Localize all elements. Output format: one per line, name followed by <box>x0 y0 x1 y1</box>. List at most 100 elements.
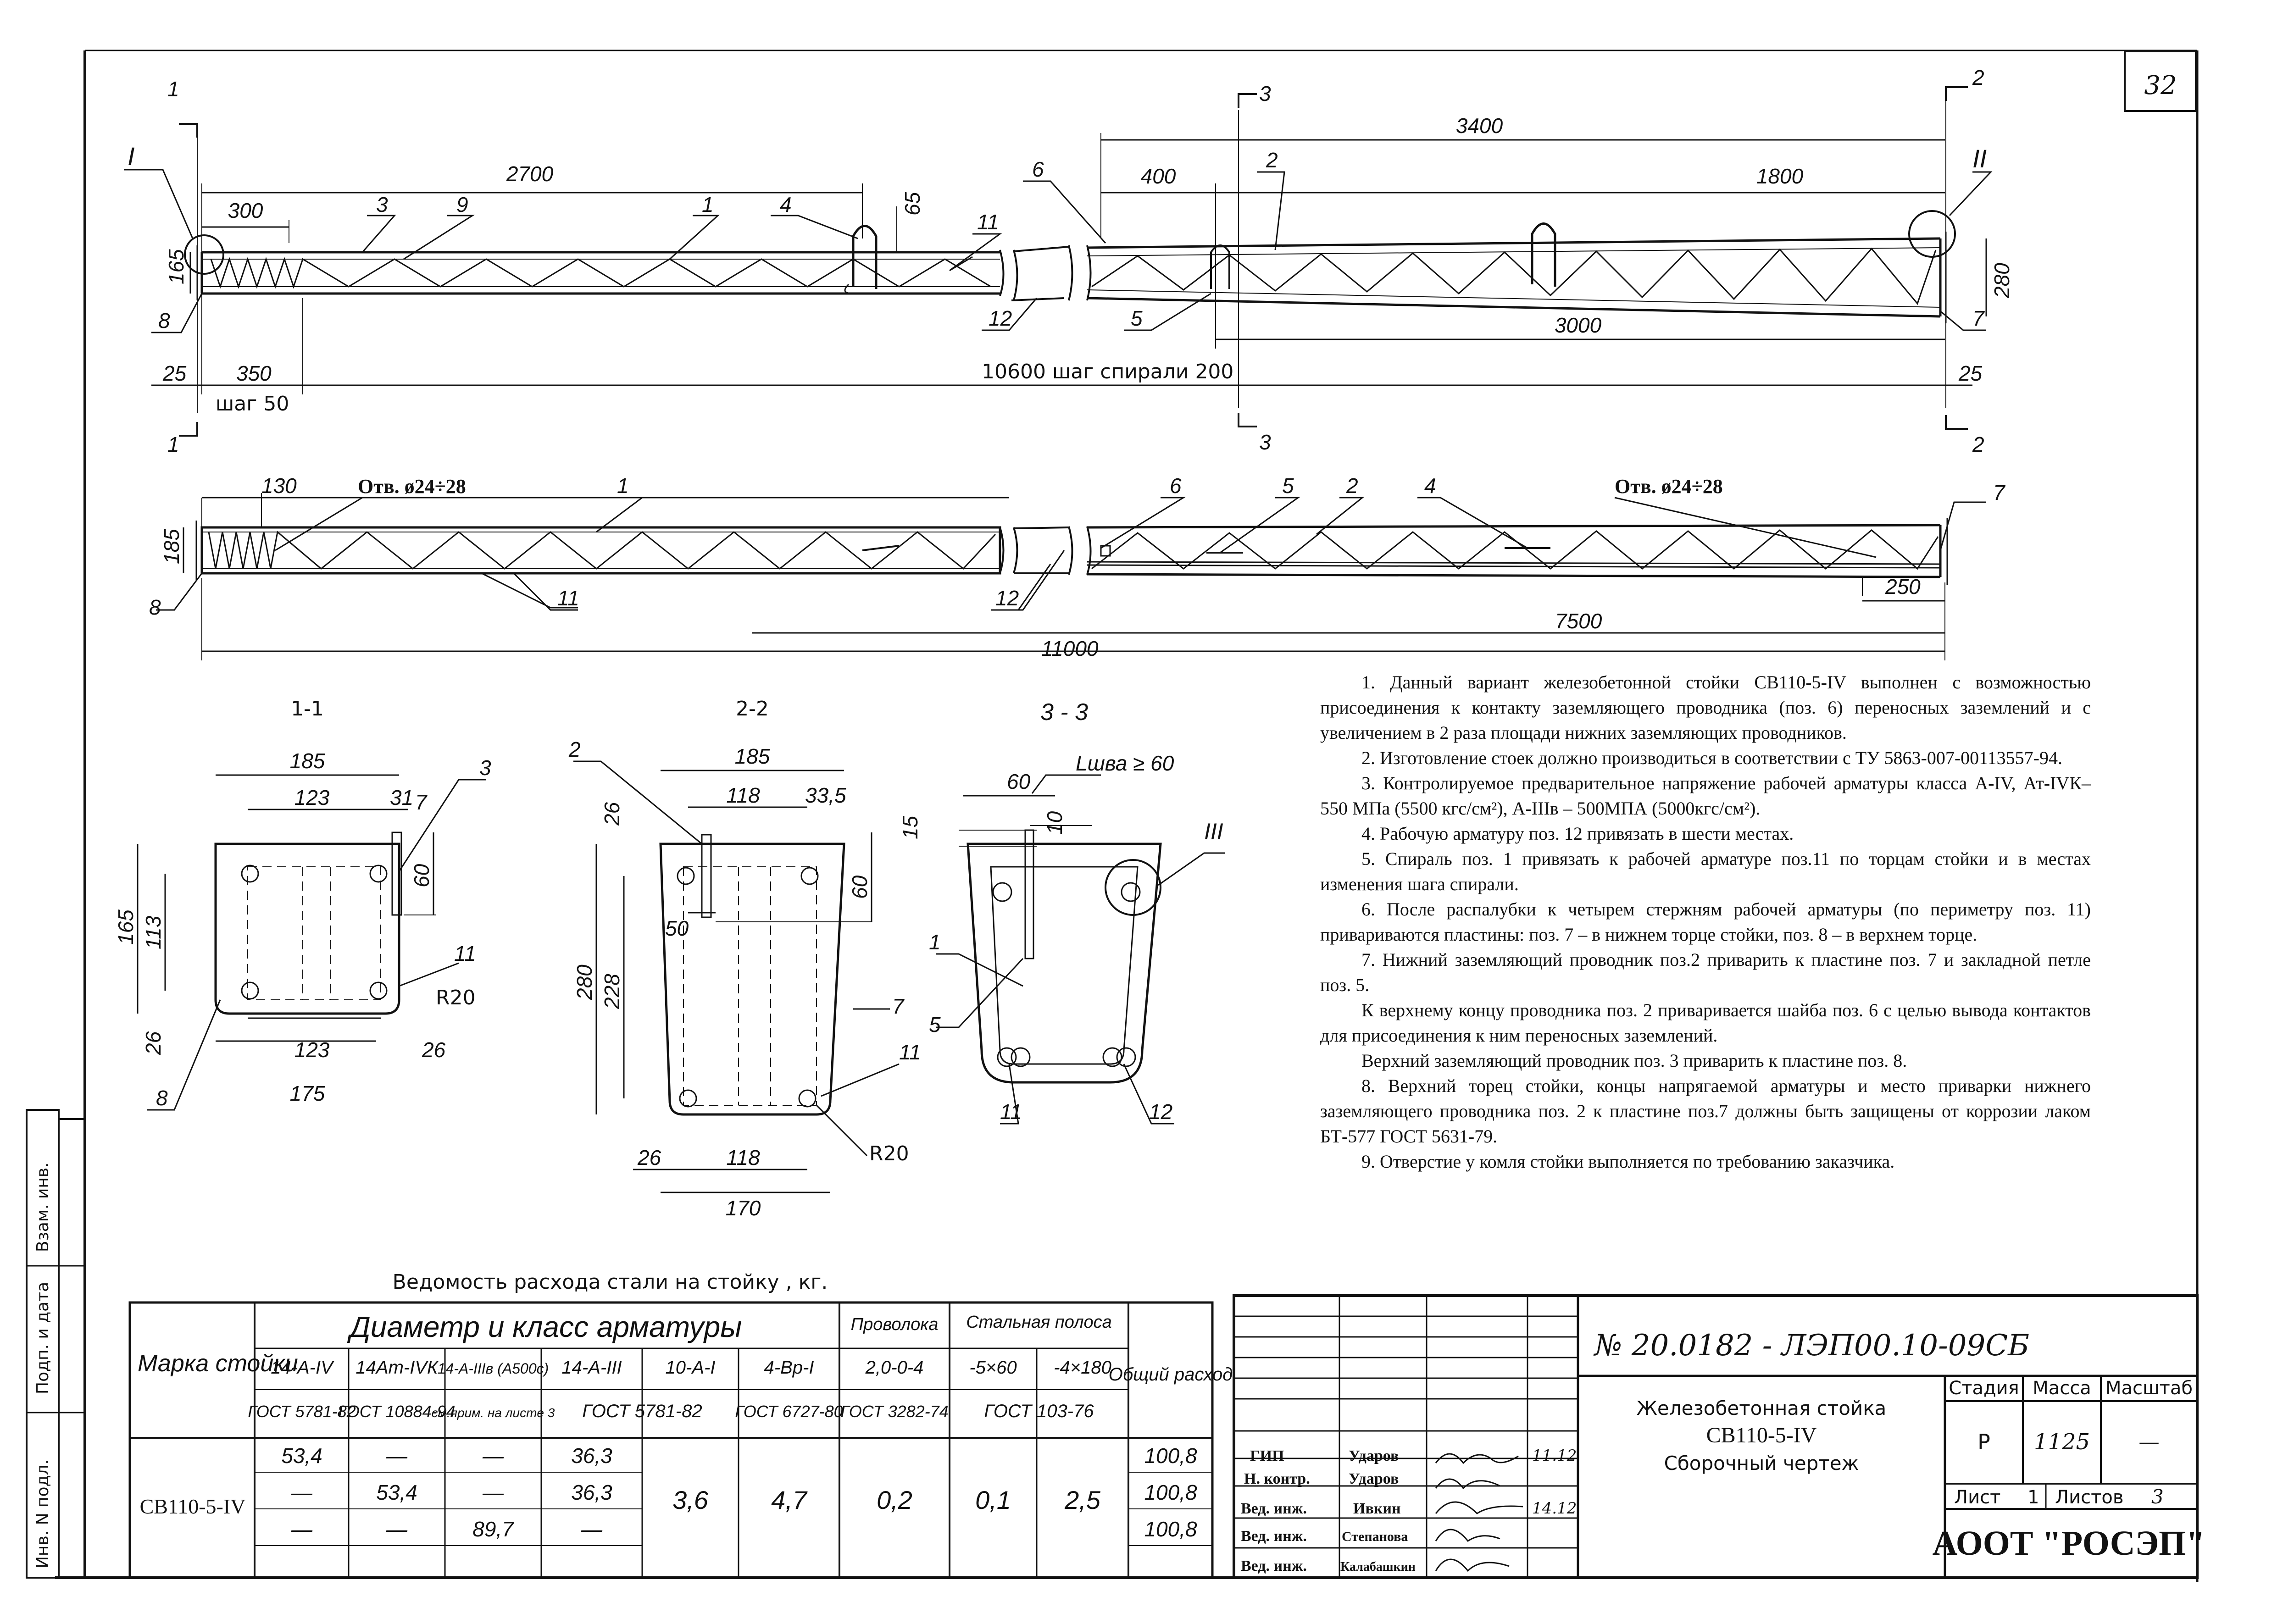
s11-113: 113 <box>141 915 165 949</box>
signer-name-5: Калабашкин <box>1340 1560 1416 1574</box>
plan-pos-6: 6 <box>1170 474 1182 498</box>
plan-pos-8: 8 <box>149 595 161 619</box>
cell-r3-c4: — <box>581 1517 603 1541</box>
section-2-2: 2-2 185 118 33,5 26 60 280 228 50 26 118… <box>568 697 921 1220</box>
dim-350: 350 <box>236 361 272 385</box>
hole-left: Отв. ø24÷28 <box>358 475 466 498</box>
steel-h-strip: Стальная полоса <box>966 1313 1112 1332</box>
note-5: 5. Спираль поз. 1 привязать к рабочей ар… <box>1320 848 2091 894</box>
side-stamp: Инв. N подл. Подп. и дата Взам. инв. <box>26 1109 86 1579</box>
signer-date-3: 14.12 <box>1532 1499 1577 1518</box>
pos-12: 12 <box>989 306 1012 330</box>
s33-pos5: 5 <box>929 1013 941 1036</box>
drawing-code: № 20.0182 - ЛЭП00.10-09СБ <box>1593 1329 2029 1363</box>
stamp-sign: Подп. и дата <box>33 1282 52 1394</box>
sheet-number: 32 <box>2144 71 2177 100</box>
s33-pos1: 1 <box>929 930 941 954</box>
dim-185: 185 <box>160 529 183 564</box>
pos-3: 3 <box>376 193 388 216</box>
s22-118b: 118 <box>726 1146 760 1170</box>
signer-name-2: Ударов <box>1349 1470 1399 1487</box>
cut-1-top: 1 <box>167 77 179 101</box>
plan-pos-4: 4 <box>1424 474 1436 498</box>
plan-view: 130 Отв. ø24÷28 Отв. ø24÷28 185 250 7500… <box>149 474 2005 660</box>
plan-pos-2: 2 <box>1346 474 1358 498</box>
tb-mass: 1125 <box>2034 1429 2090 1455</box>
dim-25-right: 25 <box>1958 361 1983 385</box>
tb-doc-type: Сборочный чертеж <box>1664 1452 1859 1474</box>
dim-2700: 2700 <box>506 162 554 186</box>
cell-r1-c2: — <box>386 1444 408 1468</box>
cell-shared-5: 2,5 <box>1064 1485 1101 1514</box>
note-8: 8. Верхний торец стойки, концы напрягаем… <box>1320 1075 2091 1147</box>
note-7a: К верхнему концу проводника поз. 2 прива… <box>1320 1000 2091 1046</box>
cell-r3-c2: — <box>386 1517 408 1541</box>
cut-1-bottom: 1 <box>167 432 179 456</box>
cell-shared-4: 0,1 <box>975 1485 1011 1514</box>
col-std-1: ГОСТ 5781-82 <box>248 1402 356 1421</box>
tb-sheet-label: Лист <box>1954 1487 2000 1508</box>
dim-400: 400 <box>1141 164 1176 188</box>
stamp-replace: Взам. инв. <box>33 1162 52 1252</box>
signer-name-3: Ивкин <box>1353 1500 1401 1517</box>
cell-r2-c3: — <box>482 1480 504 1504</box>
step-50: шаг 50 <box>216 392 289 416</box>
s33-node-III: III <box>1204 819 1223 844</box>
s33-lweld: Lшва ≥ 60 <box>1076 751 1174 775</box>
cell-r3-total: 100,8 <box>1144 1517 1197 1541</box>
s11-26a: 26 <box>141 1031 165 1055</box>
tb-mass-header: Масса <box>2033 1378 2091 1399</box>
dim-130: 130 <box>261 474 297 498</box>
plan-pos-5: 5 <box>1282 474 1294 498</box>
col-name-2: 14Ат-IVК <box>356 1358 439 1378</box>
col-name-3: 14-A-IIIв (А500с) <box>438 1360 549 1377</box>
s22-pos2: 2 <box>568 737 581 761</box>
s22-r20: R20 <box>869 1142 909 1165</box>
cell-shared-2: 4,7 <box>771 1485 808 1514</box>
s22-280: 280 <box>572 964 596 1000</box>
dim-65: 65 <box>900 192 924 216</box>
s11-pos3: 3 <box>479 756 491 780</box>
dim-25-left: 25 <box>162 361 187 385</box>
col-name-9: -4×180 <box>1054 1358 1111 1378</box>
plan-pos-1: 1 <box>617 474 629 498</box>
title-block: № 20.0182 - ЛЭП00.10-09СБ Железобетонная… <box>1233 1294 2205 1579</box>
pos-8: 8 <box>158 309 170 333</box>
col-std-3: см.прим. на листе 3 <box>432 1406 555 1420</box>
col-name-5: 10-A-I <box>666 1358 716 1378</box>
cell-r3-c1: — <box>291 1517 313 1541</box>
note-7b: Верхний заземляющий проводник поз. 3 при… <box>1361 1050 1907 1071</box>
s11-165: 165 <box>114 909 138 945</box>
cell-r2-total: 100,8 <box>1144 1480 1197 1504</box>
s11-title: 1-1 <box>291 697 324 721</box>
signer-date-1: 11.12 <box>1532 1447 1577 1465</box>
signer-role-2: Н. контр. <box>1244 1470 1310 1487</box>
col-std-4: ГОСТ 5781-82 <box>582 1401 702 1421</box>
s11-pos8: 8 <box>156 1086 168 1110</box>
s22-60: 60 <box>848 875 872 899</box>
cut-2-bottom: 2 <box>1972 432 1984 456</box>
s22-26b: 26 <box>637 1146 661 1170</box>
pos-7: 7 <box>1972 306 1985 330</box>
s11-60: 60 <box>410 864 433 887</box>
note-6: 6. После распалубки к четырем стержням р… <box>1320 899 2091 945</box>
cell-r2-c1: — <box>291 1480 313 1504</box>
col-name-4: 14-A-III <box>561 1358 622 1378</box>
s11-31: 31 <box>390 786 413 809</box>
elevation-view: 2700 3400 300 400 1800 3000 65 165 280 2… <box>124 66 2014 456</box>
pos-9: 9 <box>456 193 468 216</box>
cell-r1-total: 100,8 <box>1144 1444 1197 1468</box>
dim-165: 165 <box>164 249 188 284</box>
section-1-1: 1-1 185 123 31 7 60 165 113 26 123 26 17… <box>114 697 491 1111</box>
s22-50: 50 <box>665 916 689 940</box>
s33-10: 10 <box>1043 811 1067 835</box>
s22-118: 118 <box>726 783 760 807</box>
s11-175: 175 <box>290 1081 325 1105</box>
signer-role-4: Вед. инж. <box>1241 1528 1307 1545</box>
cell-r1-c4: 36,3 <box>571 1444 612 1468</box>
note-3: 3. Контролируемое предварительное напряж… <box>1320 773 2091 819</box>
tb-sheets: 3 <box>2151 1485 2164 1508</box>
dim-3000: 3000 <box>1555 313 1602 337</box>
s22-170: 170 <box>726 1196 761 1220</box>
